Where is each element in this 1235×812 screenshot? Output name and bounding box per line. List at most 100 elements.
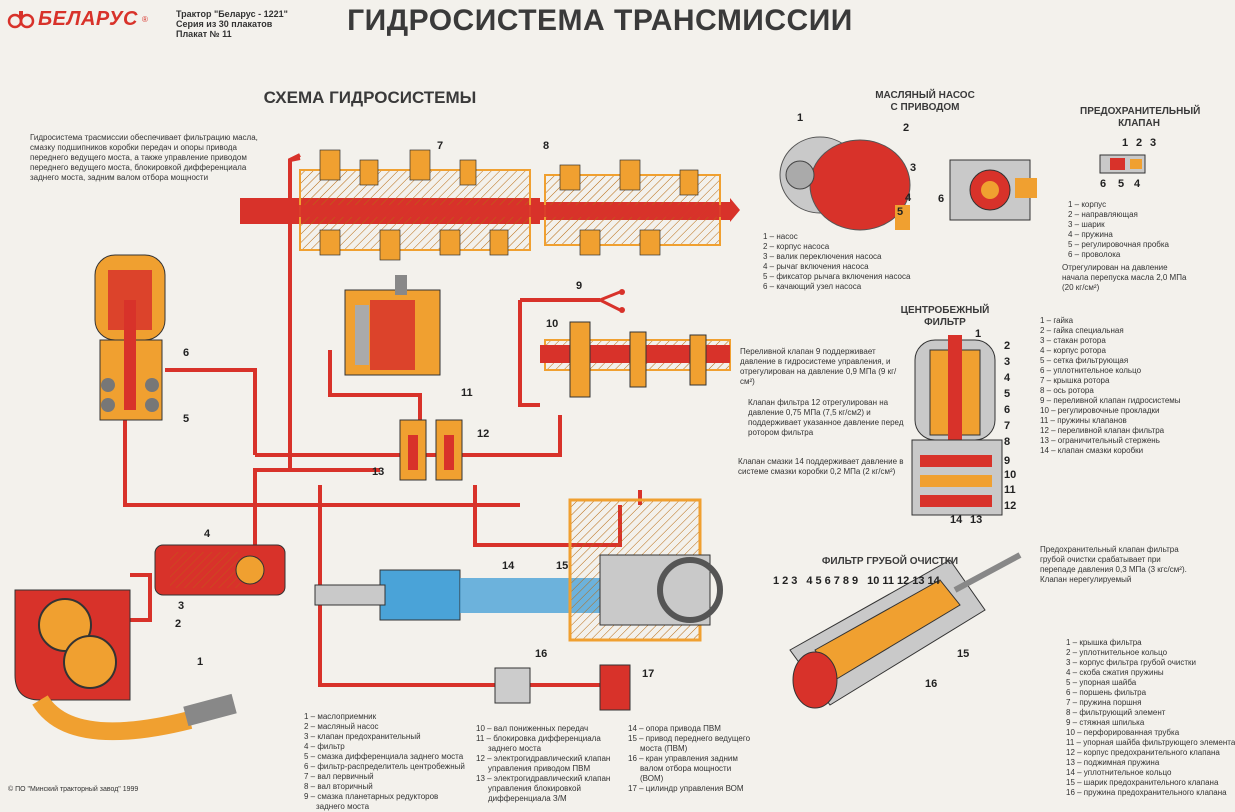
legend-item: 2 – гайка специальная <box>1040 326 1124 335</box>
pump-callout-5: 5 <box>897 206 904 218</box>
cg-callout-16: 16 <box>925 678 938 690</box>
callout-14: 14 <box>502 560 515 572</box>
cf-callout-12: 12 <box>1004 500 1017 512</box>
legend-item: валом отбора мощности <box>640 764 732 773</box>
cf-callout-6: 6 <box>1004 404 1011 416</box>
coarse-filter-legend: 1 – крышка фильтра 2 – уплотнительное ко… <box>1066 638 1235 798</box>
legend-item: 14 – уплотнительное кольцо <box>1066 768 1172 777</box>
cg-callout: 4 <box>806 575 813 587</box>
centrifugal-legend: 1 – гайка 2 – гайка специальная 3 – стак… <box>1040 316 1181 456</box>
oil-pump-2 <box>14 589 237 741</box>
legend-item: 5 – фиксатор рычага включения насоса <box>763 272 911 281</box>
callout-17: 17 <box>642 668 655 680</box>
legend-item: 3 – шарик <box>1068 220 1105 229</box>
cg-callout: 5 <box>815 575 822 587</box>
note-valve-14: Клапан смазки 14 поддерживает давление в… <box>738 457 904 476</box>
callout-10: 10 <box>546 318 559 330</box>
front-axle-drive-14-15 <box>314 498 723 642</box>
safety-valve-title: ПРЕДОХРАНИТЕЛЬНЫЙ КЛАПАН <box>1080 106 1201 130</box>
legend-item: 1 – гайка <box>1040 316 1074 325</box>
cg-callout: 8 <box>842 575 849 587</box>
pump-legend: 1 – насос 2 – корпус насоса 3 – валик пе… <box>763 232 910 292</box>
callout-4: 4 <box>204 528 211 540</box>
sv-callout-5: 5 <box>1118 178 1125 190</box>
legend-item: 1 – насос <box>763 232 798 241</box>
centrifugal-title-line: ЦЕНТРОБЕЖНЫЙ <box>900 305 990 316</box>
legend-item: 5 – регулировочная пробка <box>1068 240 1169 249</box>
legend-item: дифференциала З/М <box>488 794 567 803</box>
meta-line: Плакат № 11 <box>176 29 232 39</box>
pump-title: МАСЛЯНЫЙ НАСОС С ПРИВОДОМ <box>855 90 995 114</box>
safety-valve-title-line: ПРЕДОХРАНИТЕЛЬНЫЙ <box>1080 106 1201 117</box>
legend-item: 9 – стяжная шпилька <box>1066 718 1145 727</box>
callout-6: 6 <box>183 347 190 359</box>
cf-callout-3: 3 <box>1004 356 1011 368</box>
legend-item: 4 – рычаг включения насоса <box>763 262 869 271</box>
registered-mark: ® <box>142 14 148 24</box>
sv-callout-4: 4 <box>1134 178 1141 190</box>
cg-callout-15: 15 <box>957 648 970 660</box>
cf-callout-1: 1 <box>975 328 982 340</box>
legend-item: 7 – вал первичный <box>304 772 374 781</box>
legend-item: 3 – стакан ротора <box>1040 336 1106 345</box>
cg-callout: 10 <box>867 575 880 587</box>
legend-item: 3 – клапан предохранительный <box>304 732 421 741</box>
meta-line: Трактор "Беларус - 1221" <box>176 9 288 19</box>
cf-callout-11: 11 <box>1004 484 1016 496</box>
cg-callout: 9 <box>852 575 859 587</box>
legend-item: 4 – корпус ротора <box>1040 346 1106 355</box>
cg-callout: 14 <box>927 575 940 587</box>
callout-12: 12 <box>477 428 490 440</box>
legend-item: 11 – блокировка дифференциала <box>476 734 601 743</box>
cf-callout-5: 5 <box>1004 388 1011 400</box>
legend-item: 8 – ось ротора <box>1040 386 1094 395</box>
cf-callout-14: 14 <box>950 514 963 526</box>
pump-title-line: МАСЛЯНЫЙ НАСОС <box>875 90 975 101</box>
mtz-logo-icon <box>7 11 35 29</box>
brand-logo: БЕЛАРУС ® <box>7 6 170 32</box>
meta-line: Серия из 30 плакатов <box>176 19 273 29</box>
note-valve-12: Клапан фильтра 12 отрегулирован на давле… <box>748 398 904 437</box>
legend-item: 2 – масляный насос <box>304 722 379 731</box>
cg-callout: 1 <box>773 575 780 587</box>
legend-item: моста (ПВМ) <box>640 744 688 753</box>
filter-distributor-6 <box>94 254 166 421</box>
reduction-shaft-10 <box>540 321 731 398</box>
legend-item: 5 – упорная шайба <box>1066 678 1137 687</box>
legend-item: 5 – сетка фильтрующая <box>1040 356 1129 365</box>
overflow-valve-9 <box>599 289 625 313</box>
oil-pump-drive-illustration <box>779 136 911 231</box>
legend-item: 8 – фильтрующий элемент <box>1066 708 1166 717</box>
note-valve-9: Переливной клапан 9 поддерживает давлени… <box>740 347 897 386</box>
legend-item: 2 – направляющая <box>1068 210 1138 219</box>
scheme-legend-col3: 14 – опора привода ПВМ 15 – привод перед… <box>628 724 750 794</box>
legend-item: 13 – ограничительный стержень <box>1040 436 1160 445</box>
callout-13: 13 <box>372 466 385 478</box>
callout-11: 11 <box>461 387 473 399</box>
legend-item: 9 – переливной клапан гидросистемы <box>1040 396 1181 405</box>
electrohydraulic-valves-12-13 <box>399 419 463 481</box>
legend-item: 14 – опора привода ПВМ <box>628 724 721 733</box>
legend-item: 12 – переливной клапан фильтра <box>1040 426 1165 435</box>
cg-callout: 2 <box>782 575 789 587</box>
legend-item: 5 – смазка дифференциала заднего моста <box>304 752 464 761</box>
brand-name: БЕЛАРУС <box>38 7 138 30</box>
legend-item: 3 – корпус фильтра грубой очистки <box>1066 658 1196 667</box>
copyright: © ПО "Минский тракторный завод" 1999 <box>8 786 139 793</box>
scheme-legend-col1: 1 – маслоприемник 2 – масляный насос 3 –… <box>304 712 465 812</box>
legend-item: заднего моста <box>316 802 370 811</box>
cf-callout-8: 8 <box>1004 436 1011 448</box>
legend-item: 9 – смазка планетарных редукторов <box>304 792 439 801</box>
legend-item: 1 – корпус <box>1068 200 1107 209</box>
scheme-title: СХЕМА ГИДРОСИСТЕМЫ <box>263 88 477 107</box>
coarse-filter-title: ФИЛЬТР ГРУБОЙ ОЧИСТКИ <box>821 556 959 567</box>
cg-callout: 7 <box>833 575 840 587</box>
page-title: ГИДРОСИСТЕМА ТРАНСМИССИИ <box>347 4 853 37</box>
cf-callout-7: 7 <box>1004 420 1011 432</box>
sv-callout-2: 2 <box>1136 137 1143 149</box>
legend-item: (ВОМ) <box>640 774 664 783</box>
legend-item: 13 – электрогидравлический клапан <box>476 774 611 783</box>
sv-callout-1: 1 <box>1122 137 1129 149</box>
legend-item: 6 – поршень фильтра <box>1066 688 1147 697</box>
cf-callout-4: 4 <box>1004 372 1011 384</box>
